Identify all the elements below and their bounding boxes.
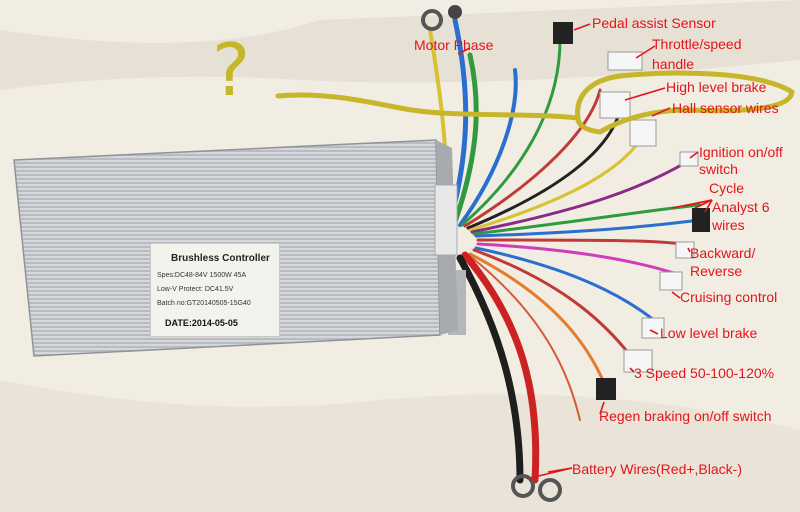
label-low-level-brake: Low level brake (660, 325, 758, 341)
nameplate-title: Brushless Controller (171, 253, 270, 264)
label-throttle-line2: handle (652, 56, 695, 72)
battery-wires (456, 251, 540, 484)
label-high-level-brake: High level brake (666, 79, 767, 95)
nameplate-lowv: Low-V Protect: DC41.5V (157, 286, 234, 293)
label-motor-phase: Motor Phase (414, 37, 494, 53)
question-mark: ? (212, 28, 251, 112)
highlight-stroke (275, 70, 795, 135)
label-3-speed: 3 Speed 50-100-120% (634, 365, 775, 381)
connector (421, 5, 710, 502)
label-battery-wires: Battery Wires(Red+,Black-) (572, 461, 742, 477)
label-regen-braking: Regen braking on/off switch (599, 408, 772, 424)
label-cycle-line3: wires (712, 217, 745, 233)
nameplate-date: DATE:2014-05-05 (165, 318, 238, 328)
fabric-fold (0, 0, 800, 90)
nameplate-batch: Batch no:GT20140505-15G40 (157, 300, 251, 307)
label-cruising-control: Cruising control (680, 289, 778, 305)
label-backward-line2: Reverse (690, 263, 743, 279)
label-ignition-line1: Ignition on/off (699, 144, 783, 160)
nameplate-spec: Spes:DC48-84V 1500W 45A (157, 272, 247, 279)
arrows (457, 23, 713, 479)
label-cycle-line1: Cycle (709, 180, 745, 196)
controller-nameplate: Brushless Controller Spes:DC48-84V 1500W… (150, 243, 280, 337)
label-pedal-assist: Pedal assist Sensor (592, 15, 716, 31)
label-throttle-line1: Throttle/speed (652, 36, 742, 52)
label-backward-line1: Backward/ (690, 245, 756, 261)
label-hall-sensor: Hall sensor wires (672, 100, 779, 116)
label-ignition-line2: switch (699, 161, 738, 177)
label-cycle-line2: Analyst 6 (712, 199, 770, 215)
